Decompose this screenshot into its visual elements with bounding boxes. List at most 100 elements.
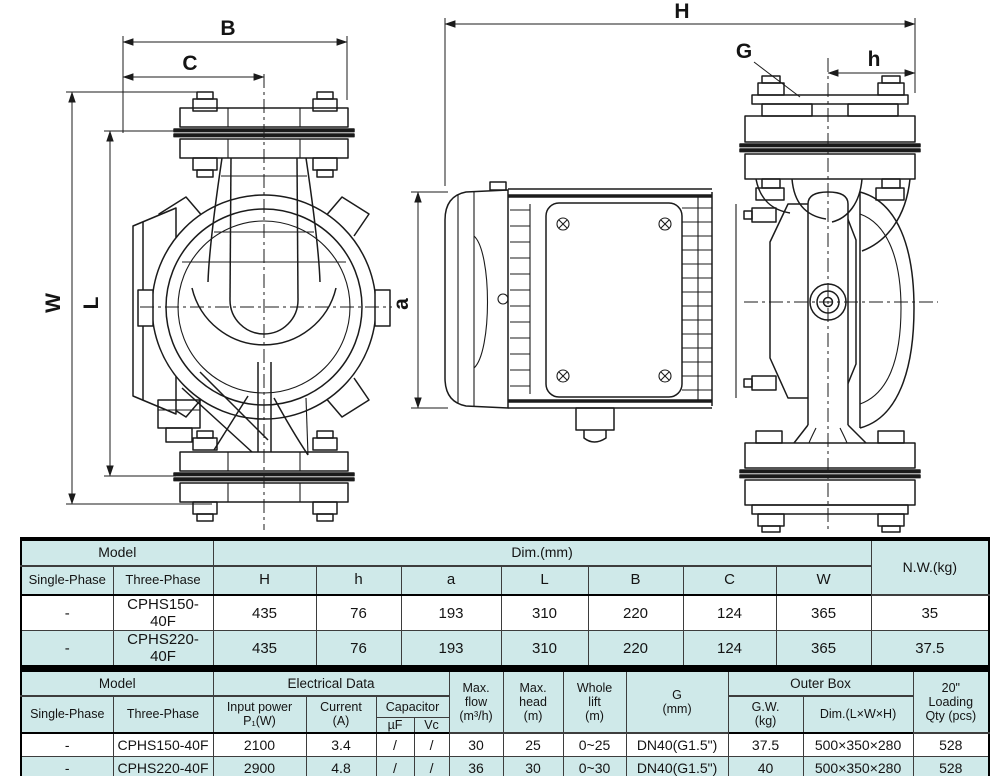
table-cell: 36 [448,756,504,776]
dim-label-C: C [182,52,197,75]
motor-end-cap [444,181,509,409]
t2-header-dim-lwh: Dim.(L×W×H) [802,695,914,733]
table-cell: 528 [912,731,990,757]
t2-header-max-flow: Max. flow (m³/h) [448,669,504,734]
table-cell: 435 [212,630,317,667]
table-cell: 30 [502,756,564,776]
pump-drawing-svg: B C W L [42,0,938,533]
table-cell: 500×350×280 [802,731,914,757]
cable-gland-side [575,407,615,443]
table-cell: 0~30 [562,756,627,776]
t2-header-input-power: Input power P₁(W) [212,695,307,733]
t2-header-model: Model [20,669,214,697]
t1-header-H: H [212,565,317,596]
table-cell: 220 [587,630,684,667]
dim-W [66,91,212,505]
table-cell: / [375,731,415,757]
dim-H [444,18,916,186]
table-cell: 40 [727,756,804,776]
table-cell: 365 [775,594,872,631]
t1-header-B: B [587,565,684,596]
t2-header-three-phase: Three-Phase [112,695,214,733]
table-cell: 500×350×280 [802,756,914,776]
t2-header-outer-box: Outer Box [727,669,914,697]
t2-header-single-phase: Single-Phase [20,695,114,733]
dim-G-leader [753,61,801,98]
pedestal [793,424,867,444]
table-cell: - [20,630,114,667]
t1-header-dim: Dim.(mm) [212,538,872,567]
t1-header-C: C [682,565,777,596]
table-cell: 37.5 [727,731,804,757]
table-cell: 30 [448,731,504,757]
table-cell: 193 [400,630,502,667]
table-cell: DN40(G1.5") [625,731,729,757]
motor-fins-right [682,196,712,401]
side-view [444,58,938,533]
model-cell: CPHS150-40F [112,594,214,631]
table-cell: - [20,731,114,757]
terminal-box [545,202,683,398]
t1-header-nw: N.W.(kg) [870,538,990,596]
table-cell: 76 [315,630,402,667]
motor-fins-left [510,204,531,394]
dim-label-G: G [736,40,752,63]
front-centerlines [140,74,392,530]
technical-drawing: B C W L [42,0,938,533]
table-row: Model Dim.(mm) N.W.(kg) [20,538,990,596]
dim-B [122,36,348,133]
dimensions-table: Model Dim.(mm) N.W.(kg) Single-Phase Thr… [20,537,991,668]
table-cell: DN40(G1.5") [625,756,729,776]
table-row: µF Vc [21,716,989,733]
table-cell: 35 [870,594,990,631]
table-row: - CPHS220-40F 2900 4.8 / / 36 30 0~30 DN… [20,756,990,776]
t1-header-W: W [775,565,872,596]
table-cell: 365 [775,630,872,667]
table-cell: 310 [500,594,589,631]
side-centerlines [744,58,938,532]
table-cell: 37.5 [870,630,990,667]
dim-a [411,191,448,409]
dim-label-H: H [674,0,689,23]
front-view-dimensions [66,36,348,505]
t2-header-loading: 20" Loading Qty (pcs) [912,669,990,734]
t2-header-uf: µF [375,716,415,733]
performance-table: Model Electrical Data Max. flow (m³/h) M… [20,668,991,776]
table-row: Single-Phase Three-Phase H h a L B C W [20,565,989,596]
table-row: Single-Phase Three-Phase Input power P₁(… [20,695,989,733]
table-cell: 435 [212,594,317,631]
right-tab [374,289,391,327]
model-cell: CPHS150-40F [112,731,214,757]
t2-header-capacitor: Capacitor [375,695,450,718]
table-cell: - [20,594,114,631]
dim-label-h: h [868,48,881,71]
table-row: - CPHS150-40F 435 76 193 310 220 124 365… [20,594,990,631]
volute-side-face [859,191,915,429]
table-cell: / [413,756,450,776]
t1-header-model: Model [20,538,214,567]
model-cell: CPHS220-40F [112,756,214,776]
dim-label-W: W [42,293,65,313]
table-cell: 220 [587,594,684,631]
t1-header-h: h [315,565,402,596]
dim-label-L: L [80,296,103,309]
model-cell: CPHS220-40F [112,630,214,667]
table-cell: - [20,756,114,776]
front-view [132,74,392,530]
t2-header-vc: Vc [413,716,450,733]
table-cell: / [375,756,415,776]
table-cell: 193 [400,594,502,631]
table-row: - CPHS150-40F 2100 3.4 / / 30 25 0~25 DN… [20,731,990,757]
dim-L [104,130,176,477]
t1-header-three-phase: Three-Phase [112,565,214,596]
table-row: Model Electrical Data Max. flow (m³/h) M… [20,669,990,734]
left-tab [137,289,154,327]
t2-header-electrical: Electrical Data [212,669,450,697]
bottom-flange-side [739,430,921,533]
table-cell: 3.4 [305,731,377,757]
terminal-box-screws [556,217,672,383]
dim-label-a: a [390,298,413,310]
table-cell: / [413,731,450,757]
table-cell: 124 [682,594,777,631]
